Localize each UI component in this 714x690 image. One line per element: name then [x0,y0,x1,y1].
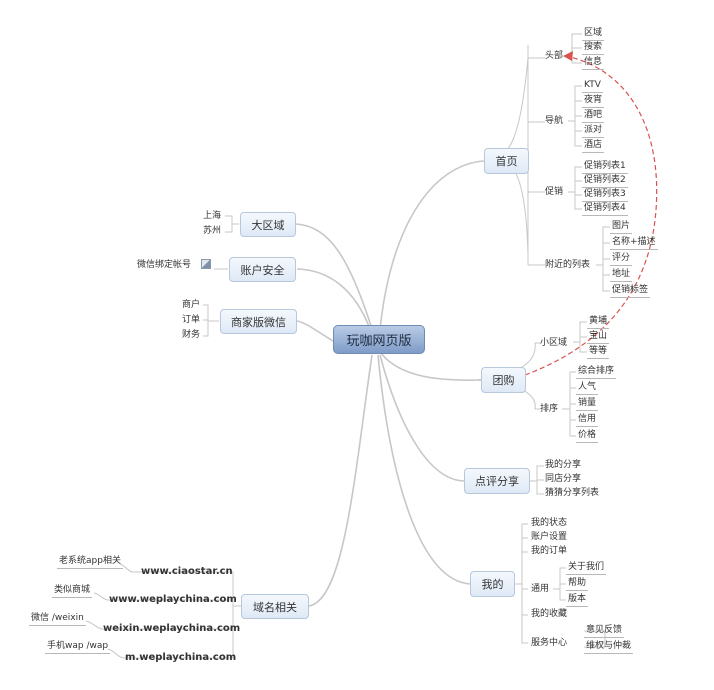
area-item[interactable]: 等等 [587,346,610,359]
general-item[interactable]: 帮助 [566,578,589,591]
header-item[interactable]: 区域 [582,28,605,41]
mine-item-orders[interactable]: 我的订单 [531,546,568,556]
node-groupbuy[interactable]: 团购 [481,367,526,393]
nav-item[interactable]: 夜宵 [582,95,605,108]
link-root-mine [377,354,471,585]
domain-note[interactable]: 类似商城 [52,585,93,598]
node-account-security[interactable]: 账户安全 [229,257,296,282]
general-item[interactable]: 关于我们 [566,562,607,575]
merchant-item[interactable]: 订单 [182,315,201,325]
domain-link[interactable]: www.weplaychina.com [109,594,237,605]
area-item[interactable]: 黄埔 [587,316,610,329]
domain-link[interactable]: www.ciaostar.cn [141,566,233,577]
link-root-domains [308,354,373,607]
sort-item[interactable]: 销量 [576,398,599,411]
root-node[interactable]: 玩咖网页版 [333,325,425,354]
nearby-item[interactable]: 地址 [610,269,633,282]
mine-item-favorites[interactable]: 我的收藏 [531,609,568,619]
nearby-item[interactable]: 促销标签 [610,285,651,298]
node-sort[interactable]: 排序 [540,404,559,414]
domain-note[interactable]: 微信 /weixin [29,613,86,626]
service-item[interactable]: 维权与仲裁 [584,641,634,654]
mine-item-status[interactable]: 我的状态 [531,518,568,528]
node-homepage[interactable]: 首页 [484,148,529,174]
nav-item[interactable]: 派对 [582,125,605,138]
image-icon [201,259,211,269]
link-root-review [379,354,465,482]
sort-item[interactable]: 综合排序 [576,366,617,379]
sort-item[interactable]: 价格 [576,430,599,443]
promo-item[interactable]: 促销列表4 [582,203,628,216]
header-item[interactable]: 搜索 [582,42,605,55]
node-general[interactable]: 通用 [531,584,550,594]
nearby-item[interactable]: 名称+描述 [610,237,658,250]
promo-item[interactable]: 促销列表2 [582,175,628,188]
link-root-region [295,223,373,330]
account-security-item[interactable]: 微信绑定帐号 [137,260,192,270]
node-promo[interactable]: 促销 [545,187,564,197]
node-mine[interactable]: 我的 [470,571,515,597]
node-merchant-wechat[interactable]: 商家版微信 [220,309,297,334]
node-domains[interactable]: 域名相关 [241,594,309,619]
domain-link[interactable]: m.weplaychina.com [125,652,237,663]
link-root-groupbuy [379,351,482,381]
nav-item[interactable]: 酒吧 [582,110,605,123]
node-nearby-list[interactable]: 附近的列表 [545,260,591,270]
nearby-item[interactable]: 评分 [610,253,633,266]
review-item[interactable]: 猜猜分享列表 [545,488,600,498]
nav-item[interactable]: 酒店 [582,140,605,153]
domain-note[interactable]: 手机wap /wap [45,641,111,654]
link-root-account [296,268,371,330]
domain-link[interactable]: weixin.weplaychina.com [103,623,241,634]
node-small-area[interactable]: 小区域 [540,338,568,348]
sort-item[interactable]: 人气 [576,382,599,395]
review-item[interactable]: 同店分享 [545,474,582,484]
sort-item[interactable]: 信用 [576,414,599,427]
mine-item-account-settings[interactable]: 账户设置 [531,532,568,542]
node-service-center[interactable]: 服务中心 [531,638,568,648]
link-root-merchant [296,320,334,342]
promo-item[interactable]: 促销列表3 [582,189,628,202]
header-item[interactable]: 信息 [582,57,605,70]
region-item[interactable]: 上海 [203,211,222,221]
review-item[interactable]: 我的分享 [545,460,582,470]
nav-item[interactable]: KTV [582,80,603,93]
nearby-item[interactable]: 图片 [610,221,633,234]
region-item[interactable]: 苏州 [203,226,222,236]
area-item[interactable]: 宝山 [587,331,610,344]
relationship-arrowhead [563,51,573,61]
node-nav[interactable]: 导航 [545,116,564,126]
merchant-item[interactable]: 财务 [182,330,201,340]
merchant-item[interactable]: 商户 [182,300,201,310]
relationship-arrow [524,55,658,376]
promo-item[interactable]: 促销列表1 [582,161,628,174]
node-header[interactable]: 头部 [545,51,564,61]
link-root-homepage [379,160,485,331]
general-item[interactable]: 版本 [566,594,589,607]
node-review-share[interactable]: 点评分享 [464,468,530,494]
node-region[interactable]: 大区域 [240,212,296,237]
domain-note[interactable]: 老系统app相关 [57,556,123,569]
service-item[interactable]: 意见反馈 [584,625,625,638]
